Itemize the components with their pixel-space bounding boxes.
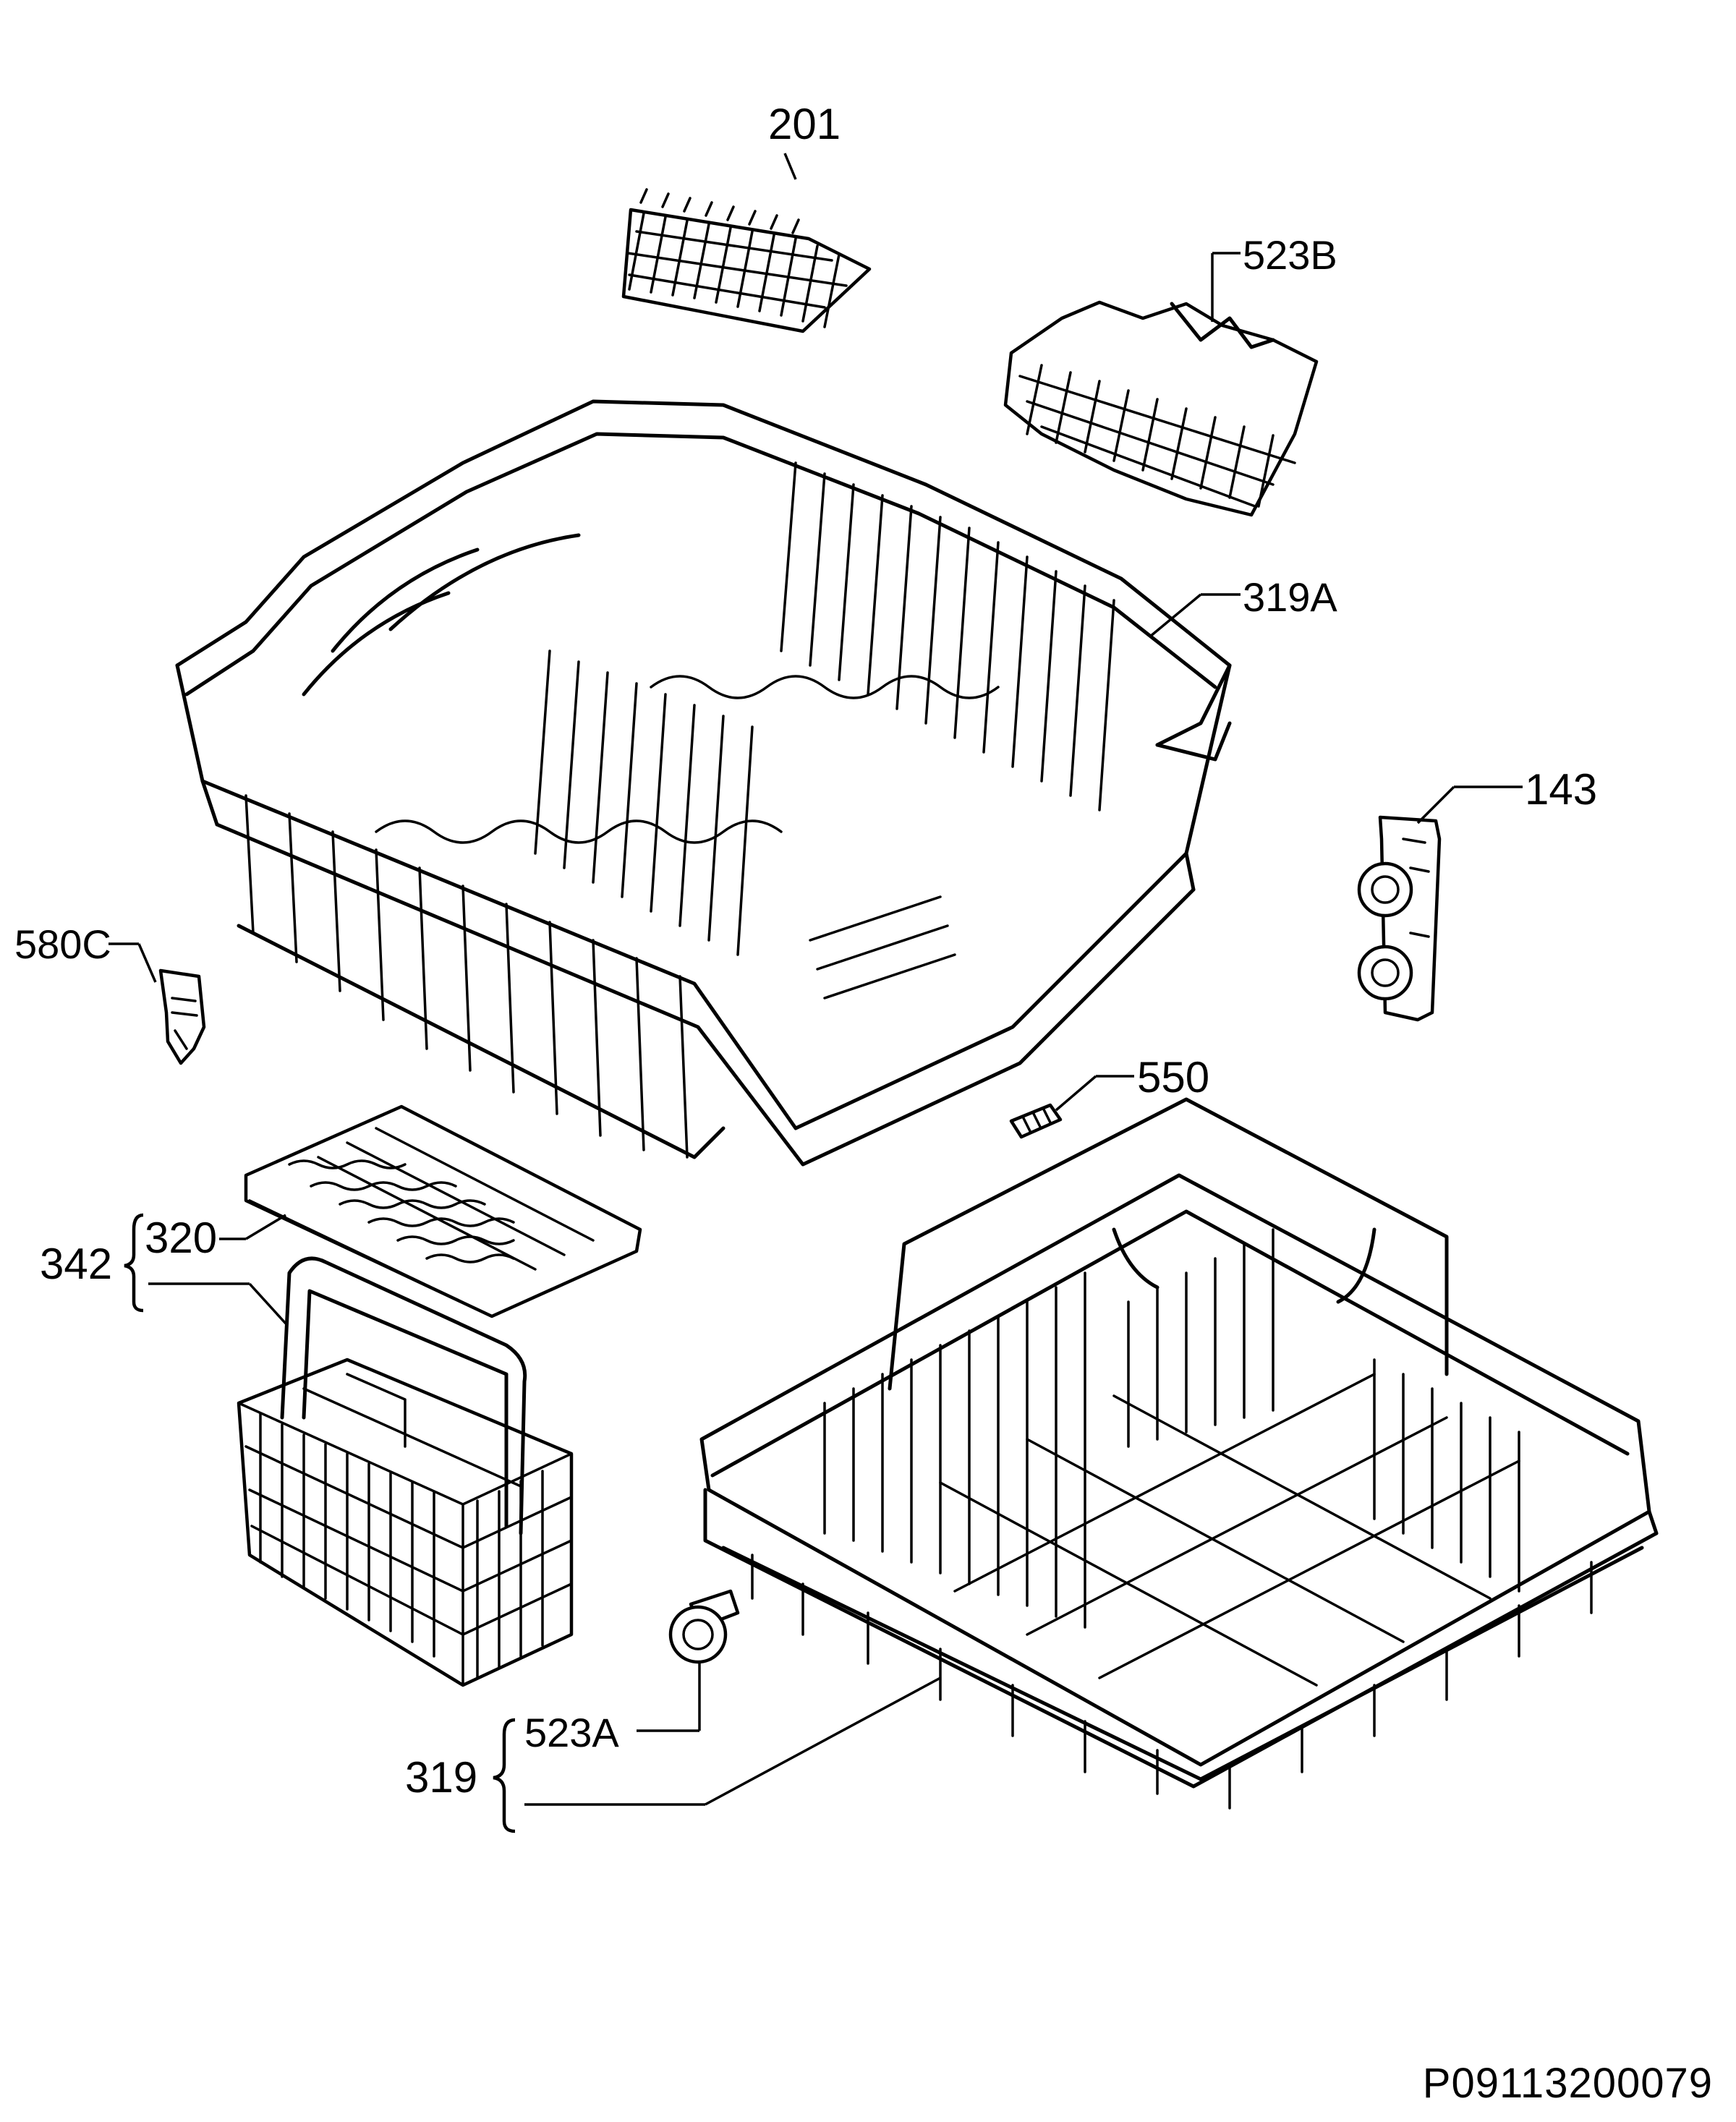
cup-rack-drawing[interactable] bbox=[621, 188, 872, 333]
label-201: 201 bbox=[768, 100, 841, 148]
label-143: 143 bbox=[1525, 765, 1597, 814]
wheel-rail-drawing[interactable] bbox=[1357, 815, 1442, 1022]
label-550: 550 bbox=[1137, 1053, 1209, 1102]
label-342: 342 bbox=[40, 1240, 112, 1288]
label-580c: 580C bbox=[14, 921, 111, 967]
clip-drawing[interactable] bbox=[158, 968, 206, 1065]
label-523a: 523A bbox=[524, 1710, 619, 1755]
plate-support-drawing[interactable] bbox=[1003, 300, 1319, 517]
label-319a: 319A bbox=[1243, 574, 1337, 620]
label-319: 319 bbox=[405, 1753, 477, 1802]
upper-basket-drawing[interactable] bbox=[175, 399, 1232, 1167]
label-523b: 523B bbox=[1243, 232, 1337, 278]
diagram-code: P09113200079 bbox=[1423, 2060, 1713, 2107]
brace-319 bbox=[493, 1718, 516, 1833]
label-320: 320 bbox=[145, 1214, 217, 1262]
brace-342 bbox=[124, 1213, 144, 1313]
wheel-drawing[interactable] bbox=[668, 1589, 740, 1664]
pin-drawing[interactable] bbox=[1009, 1103, 1063, 1139]
cutlery-basket-drawing[interactable] bbox=[237, 1256, 574, 1687]
lower-basket-drawing[interactable] bbox=[699, 1097, 1659, 1810]
cutlery-lid-drawing[interactable] bbox=[244, 1104, 642, 1318]
